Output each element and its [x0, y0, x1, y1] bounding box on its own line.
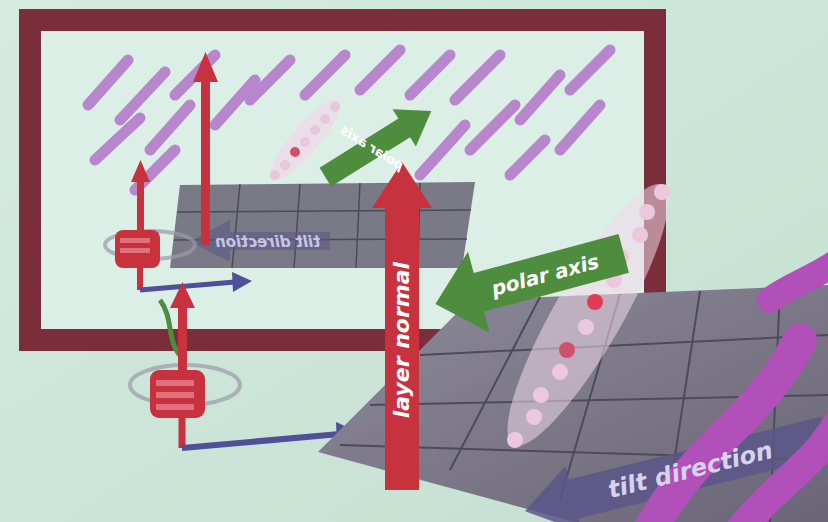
mirror-frame — [30, 20, 655, 340]
mirror-layer-normal-arrow — [193, 52, 218, 245]
layer-normal-label: layer normal — [390, 262, 414, 418]
mirror-tilt-direction-label: tilt direction — [215, 234, 320, 251]
mirror-polar-axis-label: polar axis — [338, 123, 406, 173]
layer-normal-arrow — [372, 162, 432, 490]
mirror-polar-axis-arrow — [314, 92, 443, 196]
handedness-hands — [105, 160, 360, 448]
mirror-layer-floor — [170, 182, 475, 268]
bead-molecule — [484, 168, 693, 462]
mirror-molecules — [88, 50, 610, 190]
tilt-direction-label: tilt direction — [605, 437, 775, 503]
polar-axis-label: polar axis — [489, 250, 601, 300]
polar-axis-arrow — [425, 213, 635, 345]
